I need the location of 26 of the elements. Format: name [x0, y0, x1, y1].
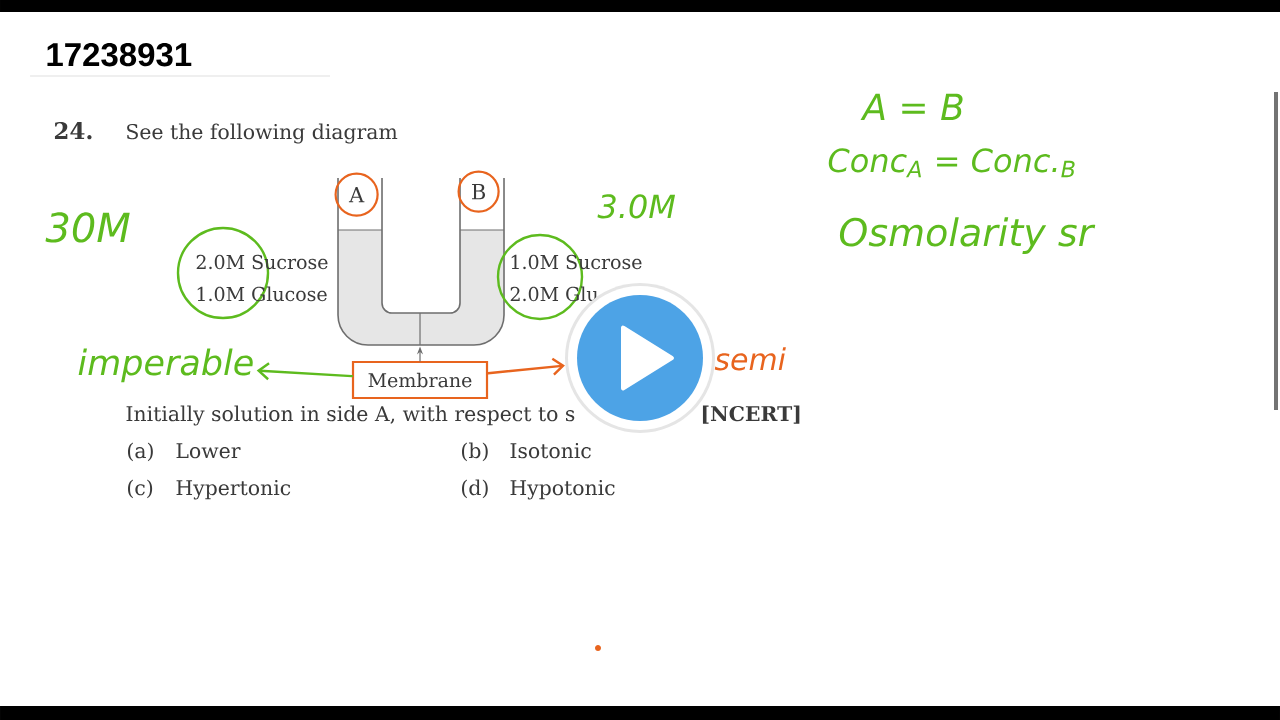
option-label: (c): [128, 479, 153, 499]
option-text: Isotonic: [510, 443, 591, 459]
question-number: 24.: [54, 121, 92, 140]
label-box: Membrane: [351, 360, 489, 400]
option-label: (b): [462, 442, 488, 462]
handwritten-note: Osmolarity sr: [839, 217, 1096, 254]
handwritten-note: Conc$_{A}$ = Conc.$_{B}$: [828, 148, 1075, 178]
option-text: Hypertonic: [176, 480, 291, 500]
handwritten-note: 30M: [45, 212, 130, 243]
arrow: [256, 362, 354, 381]
arrow: [486, 357, 565, 376]
circled-letter: A: [334, 172, 379, 217]
question-text: Initially solution in side A, with respect to s: [126, 405, 575, 426]
option-label: (a): [128, 442, 153, 462]
option-label: (d): [462, 479, 488, 499]
source-tag: [NCERT]: [702, 405, 800, 424]
handwritten-note: 3.0M: [597, 194, 676, 219]
handwritten-note: semi: [714, 347, 786, 371]
option-text: Lower: [176, 443, 241, 459]
handwritten-note: A = B: [860, 93, 963, 120]
circled-letter: B: [457, 170, 500, 213]
question-text: See the following diagram: [127, 123, 398, 144]
handwritten-note: imperable: [78, 348, 253, 383]
question-id: 17238931: [47, 42, 192, 67]
option-text: Hypotonic: [510, 480, 615, 500]
u-tube: [337, 177, 505, 346]
